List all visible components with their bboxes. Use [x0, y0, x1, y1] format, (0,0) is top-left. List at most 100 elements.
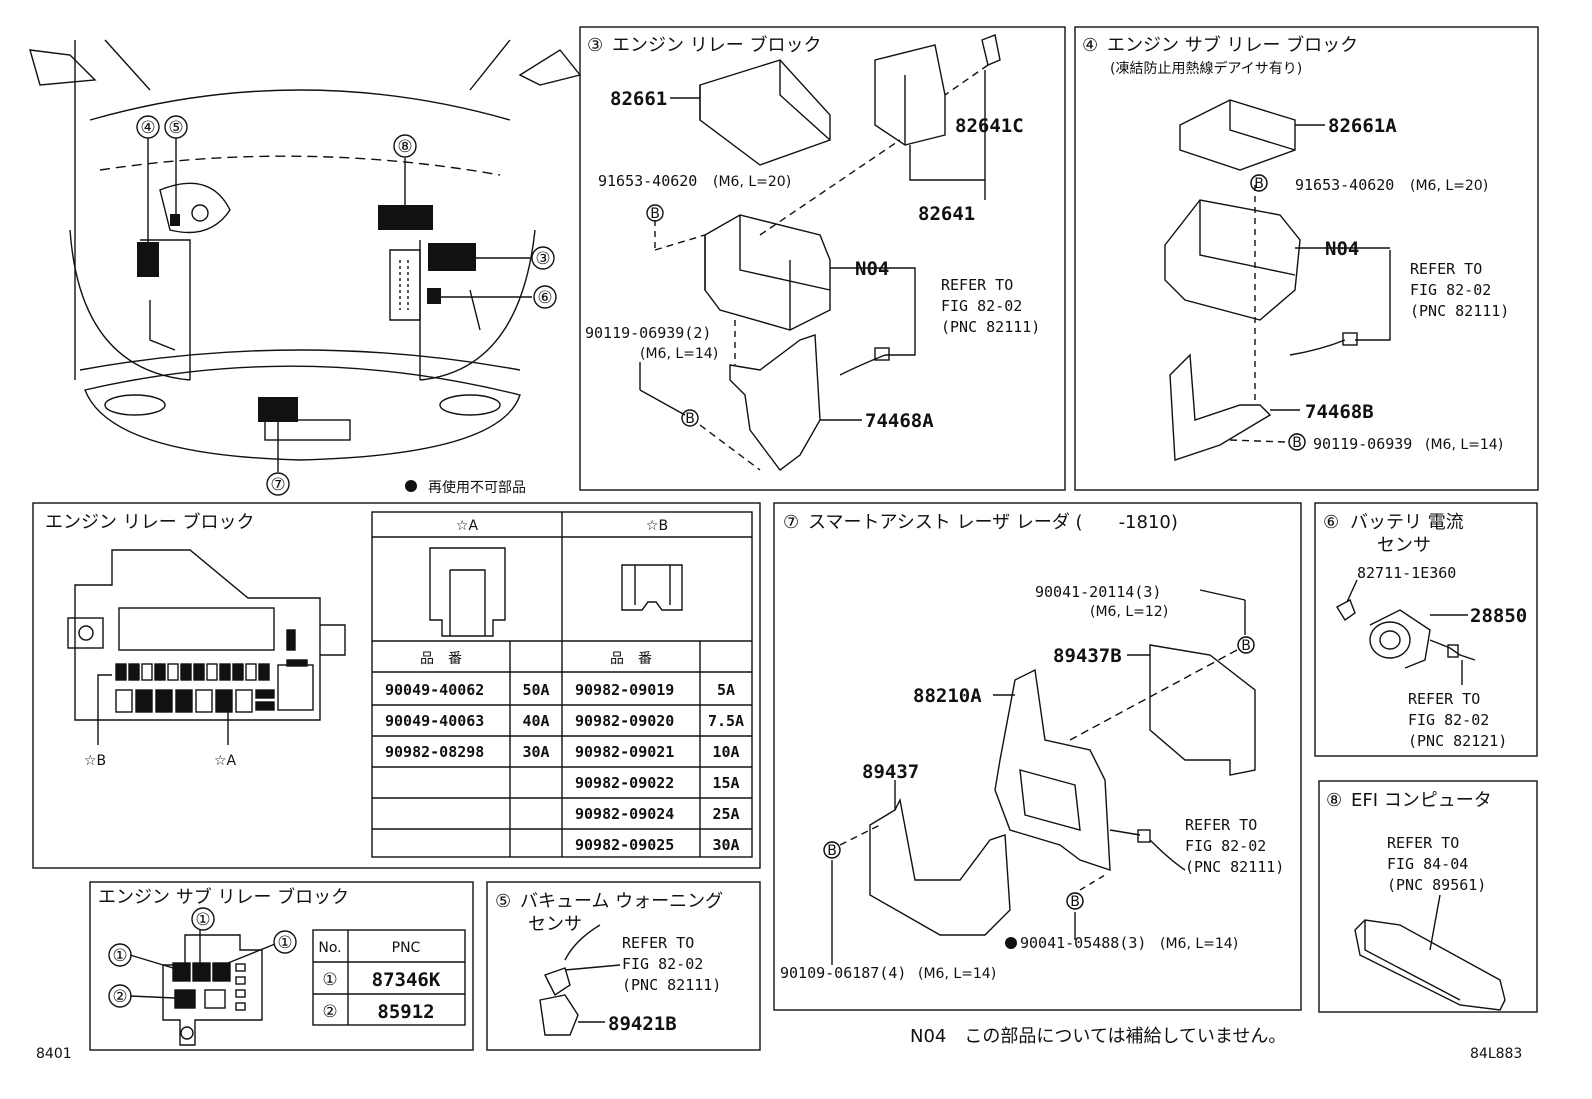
- sub-relay-row-no: ②: [322, 1002, 337, 1022]
- sub-relay-row-pnc: 87346K: [372, 969, 441, 991]
- callout-6: ⑥: [537, 288, 552, 308]
- refer-line-3: (PNC 82111): [1185, 858, 1284, 876]
- table-col-part-b: 品 番: [610, 651, 652, 667]
- table-cell-b-part: 90982-09019: [575, 681, 674, 699]
- part-82661A-label: 82661A: [1328, 115, 1397, 137]
- bolt-91653-spec: (M6, L=20): [1410, 178, 1488, 194]
- panel-6-frame: [1314, 502, 1538, 757]
- sub-relay-row-no: ①: [322, 970, 337, 990]
- refer-line-1: REFER TO: [1387, 834, 1459, 852]
- part-28850-label: 28850: [1470, 605, 1527, 627]
- part-89437-label: 89437: [862, 761, 919, 783]
- panel-4-frame: [1074, 26, 1539, 491]
- panel-7-title: スマートアシスト レーザ レーダ ( -1810): [808, 512, 1178, 533]
- panel-7-number: ⑦: [783, 512, 799, 533]
- table-cell-b-amp: 25A: [712, 805, 739, 823]
- part-89421B-sensor: [544, 967, 571, 997]
- location-4-block: [137, 242, 159, 277]
- part-efi-computer: [1354, 919, 1506, 1011]
- part-89437B-label: 89437B: [1053, 645, 1122, 667]
- sub-relay-col-no: No.: [318, 940, 341, 956]
- refer-line-2: FIG 82-02: [622, 955, 703, 973]
- table-cell-a-part: 90049-40063: [385, 712, 484, 730]
- marker-a-label: ☆A: [214, 753, 237, 769]
- location-7-block: [258, 397, 298, 422]
- marker-b-circle: B: [1241, 638, 1251, 654]
- table-cell-a-part: 90049-40062: [385, 681, 484, 699]
- part-89437-cover: [869, 797, 1011, 936]
- sub-relay-col-pnc: PNC: [392, 940, 421, 956]
- bolt-91653-spec: (M6, L=20): [713, 174, 791, 190]
- part-N04-block: [704, 214, 831, 331]
- part-88210A-sensor: [994, 668, 1111, 871]
- bolt-90119-label: 90119-06939: [1313, 435, 1412, 453]
- fuse-row-b: [115, 663, 270, 681]
- bolt-90041-20114-spec: (M6, L=12): [1090, 604, 1168, 620]
- panel-3-frame: [579, 26, 1066, 491]
- part-74468B-label: 74468B: [1305, 401, 1374, 423]
- part-82641C-fuse: [981, 34, 1001, 66]
- callout-4: ④: [140, 118, 155, 138]
- table-cell-b-amp: 5A: [717, 681, 735, 699]
- footer-right: 84L883: [1470, 1046, 1522, 1062]
- panel-4-subtitle: (凍結防止用熱線デアイサ有り): [1110, 60, 1302, 77]
- table-cell-b-amp: 10A: [712, 743, 739, 761]
- bolt-90119-spec: (M6, L=14): [640, 346, 718, 362]
- table-cell-a-amp: 40A: [522, 712, 549, 730]
- table-head-b: ☆B: [646, 518, 668, 534]
- part-82661A-cover: [1179, 99, 1296, 171]
- table-cell-b-part: 90982-09020: [575, 712, 674, 730]
- location-5-block: [170, 214, 180, 226]
- bolt-90041-20114-label: 90041-20114(3): [1035, 583, 1161, 601]
- refer-line-3: (PNC 82111): [941, 318, 1040, 336]
- panel-5-frame: [486, 881, 761, 1051]
- not-reusable-dot-legend: [405, 480, 417, 492]
- part-74468B-bracket: [1169, 353, 1272, 461]
- table-cell-b-part: 90982-09025: [575, 836, 674, 854]
- part-89421B-label: 89421B: [608, 1013, 677, 1035]
- refer-line-1: REFER TO: [622, 934, 694, 952]
- fuse-a-drawing: [429, 547, 506, 637]
- table-cell-b-amp: 7.5A: [708, 712, 744, 730]
- footer-left: 8401: [36, 1046, 72, 1062]
- refer-line-3: (PNC 82111): [1410, 302, 1509, 320]
- marker-b-circle: B: [827, 843, 837, 859]
- panel-5-number: ⑤: [495, 891, 511, 912]
- sub-relay-mark-1: ①: [112, 946, 127, 966]
- sub-relay-mark-1: ①: [195, 910, 210, 930]
- callout-7: ⑦: [270, 475, 285, 495]
- car-overview: [29, 39, 582, 461]
- part-28850-sensor: [1369, 621, 1411, 659]
- bolt-90109-spec: (M6, L=14): [918, 966, 996, 982]
- panel-6-title2: センサ: [1377, 535, 1431, 556]
- fuse-row-a: [115, 689, 275, 713]
- bolt-90119-label: 90119-06939(2): [585, 324, 711, 342]
- panel-5-title: バキューム ウォーニング: [520, 891, 723, 912]
- part-82711-bolt: [1336, 599, 1356, 621]
- sub-relay-frame: [89, 881, 474, 1051]
- n04-note: N04 この部品については補給していません。: [910, 1026, 1286, 1047]
- part-82661-cover: [699, 59, 831, 166]
- panel-4-title: エンジン サブ リレー ブロック: [1107, 34, 1358, 56]
- location-6-block: [427, 288, 441, 304]
- part-82711-label: 82711-1E360: [1357, 564, 1456, 582]
- refer-line-3: (PNC 82121): [1408, 732, 1507, 750]
- sub-relay-mark-2: ②: [112, 987, 127, 1007]
- bolt-91653-label: 91653-40620: [1295, 176, 1394, 194]
- panel-7-frame: [773, 502, 1302, 1011]
- part-74468A-bracket: [729, 334, 821, 471]
- refer-line-3: (PNC 89561): [1387, 876, 1486, 894]
- bolt-90119-spec: (M6, L=14): [1425, 437, 1503, 453]
- refer-line-1: REFER TO: [1410, 260, 1482, 278]
- part-N04-sub-block: [1164, 199, 1301, 321]
- marker-b-circle: B: [1292, 435, 1302, 451]
- refer-line-2: FIG 82-02: [1410, 281, 1491, 299]
- marker-b-circle: B: [650, 206, 660, 222]
- sub-relay-mark-1: ①: [277, 933, 292, 953]
- refer-line-2: FIG 82-02: [1408, 711, 1489, 729]
- location-8-block: [378, 205, 433, 230]
- refer-line-2: FIG 82-02: [1185, 837, 1266, 855]
- refer-line-3: (PNC 82111): [622, 976, 721, 994]
- bolt-90041-05488-spec: (M6, L=14): [1160, 936, 1238, 952]
- part-89437B-bracket: [1149, 644, 1256, 776]
